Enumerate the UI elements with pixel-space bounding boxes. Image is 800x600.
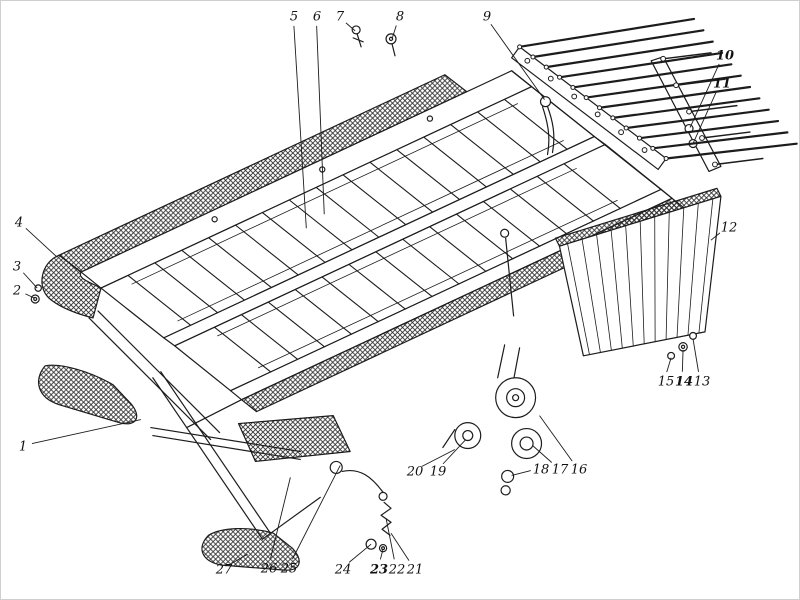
washer-set-left xyxy=(30,284,42,304)
generated-detail xyxy=(127,17,798,373)
callout-label-26: 26 xyxy=(260,561,278,577)
bolt-8 xyxy=(385,33,397,57)
callout-label-4: 4 xyxy=(14,215,24,231)
callout-label-23: 23 xyxy=(369,562,389,578)
callout-label-12: 12 xyxy=(720,220,738,236)
callout-label-13: 13 xyxy=(693,374,711,390)
callout-label-21: 21 xyxy=(406,562,424,578)
callout-label-22: 22 xyxy=(388,562,406,578)
callout-label-19: 19 xyxy=(429,464,447,480)
callout-label-3: 3 xyxy=(12,259,22,275)
callout-label-10: 10 xyxy=(715,48,735,64)
callout-label-9: 9 xyxy=(482,9,492,25)
callout-label-6: 6 xyxy=(312,9,322,25)
callout-label-27: 27 xyxy=(215,562,233,578)
callout-label-1: 1 xyxy=(18,439,28,455)
pulley-assembly xyxy=(442,344,543,496)
callout-label-11: 11 xyxy=(712,76,732,92)
left-skid xyxy=(37,364,138,425)
callout-label-20: 20 xyxy=(406,464,424,480)
bolt-7 xyxy=(351,25,364,48)
side-shield xyxy=(554,187,722,357)
callout-label-16: 16 xyxy=(570,462,588,478)
callout-label-15: 15 xyxy=(657,374,675,390)
callout-label-18: 18 xyxy=(532,462,550,478)
callout-label-7: 7 xyxy=(335,9,345,25)
pin-rod xyxy=(500,228,515,317)
callout-label-14: 14 xyxy=(674,374,694,390)
fastener-set-right xyxy=(667,331,698,360)
callout-label-5: 5 xyxy=(289,9,299,25)
callout-label-24: 24 xyxy=(334,562,352,578)
callout-label-17: 17 xyxy=(551,462,569,478)
frame-struts xyxy=(88,310,321,540)
callout-label-2: 2 xyxy=(12,283,22,299)
callout-label-25: 25 xyxy=(280,561,298,577)
callout-label-8: 8 xyxy=(395,9,405,25)
